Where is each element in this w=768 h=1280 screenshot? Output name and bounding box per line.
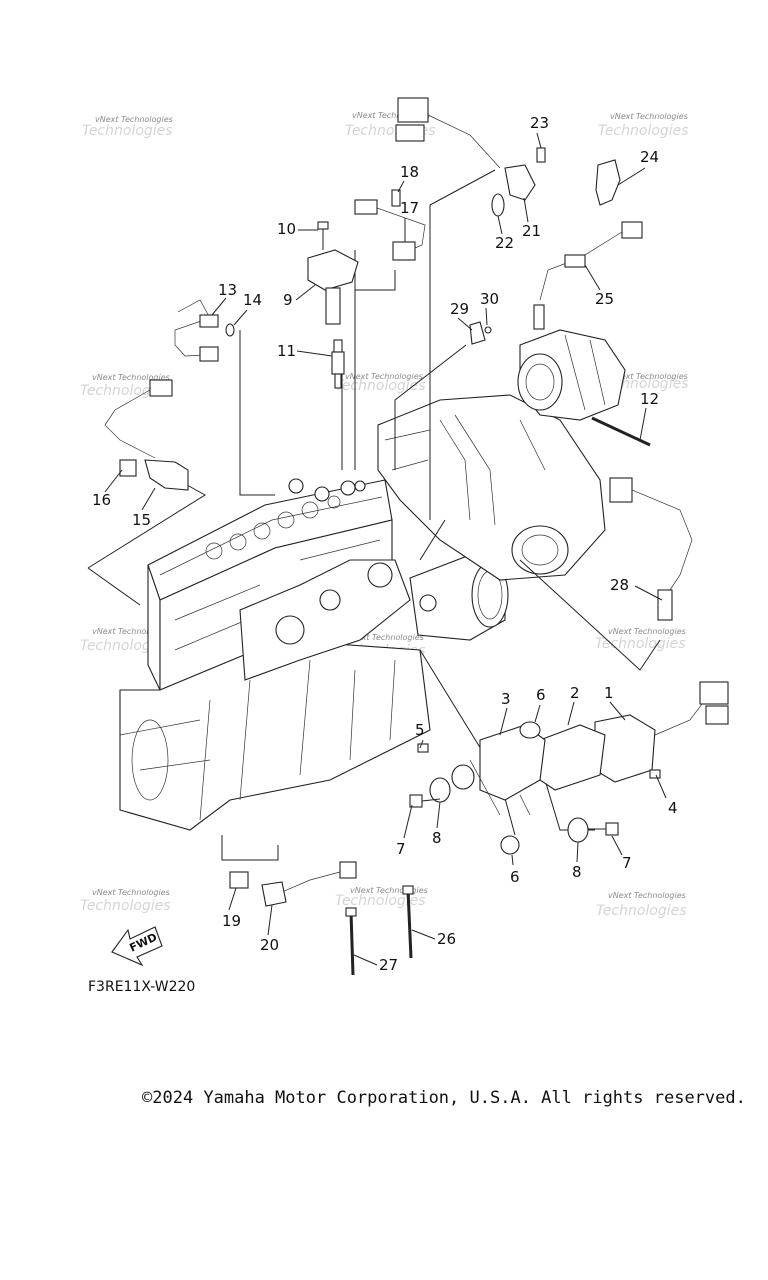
- svg-text:Technologies: Technologies: [596, 903, 687, 919]
- callout-19: 19: [222, 912, 241, 930]
- callout-2: 2: [570, 684, 580, 702]
- callout-26: 26: [437, 930, 456, 948]
- callout-7b: 7: [622, 854, 632, 872]
- compressor: [517, 329, 626, 421]
- watermark: vNext Technologies: [610, 112, 688, 121]
- callout-16: 16: [92, 491, 111, 509]
- callout-28: 28: [610, 576, 629, 594]
- callout-30: 30: [480, 290, 499, 308]
- callout-20: 20: [260, 936, 279, 954]
- leader-lines: [104, 132, 667, 966]
- callout-23: 23: [530, 114, 549, 132]
- callout-21: 21: [522, 222, 541, 240]
- callout-13: 13: [218, 281, 237, 299]
- watermark: vNext Technologies: [350, 886, 428, 895]
- svg-text:Technologies: Technologies: [595, 636, 686, 652]
- svg-text:Technologies: Technologies: [598, 123, 689, 139]
- svg-text:Technologies: Technologies: [335, 893, 426, 909]
- callout-3: 3: [501, 690, 511, 708]
- callout-4: 4: [668, 799, 678, 817]
- watermark: vNext Technologies: [346, 633, 424, 642]
- callout-7: 7: [396, 840, 406, 858]
- drawing-code: F3RE11X-W220: [88, 979, 195, 995]
- watermark: vNext Technologies: [608, 891, 686, 900]
- parts: [104, 97, 729, 976]
- watermark: vNext Technologies: [608, 627, 686, 636]
- callout-10: 10: [277, 220, 296, 238]
- callout-6b: 6: [510, 868, 520, 886]
- callout-5: 5: [415, 721, 425, 739]
- fwd-arrow: FWD: [111, 926, 163, 967]
- callout-14: 14: [243, 291, 262, 309]
- callout-25: 25: [595, 290, 614, 308]
- supercharger-housing: [377, 394, 606, 581]
- callout-1: 1: [604, 684, 614, 702]
- watermark: vNext Technologies: [95, 115, 173, 124]
- watermark: vNext Technologies: [92, 627, 170, 636]
- callout-29: 29: [450, 300, 469, 318]
- callout-17: 17: [400, 199, 419, 217]
- svg-text:Technologies: Technologies: [335, 378, 426, 394]
- callout-27: 27: [379, 956, 398, 974]
- watermark: vNext Technologies: [92, 888, 170, 897]
- callout-6: 6: [536, 686, 546, 704]
- callout-22: 22: [495, 234, 514, 252]
- callout-12: 12: [640, 390, 659, 408]
- svg-text:Technologies: Technologies: [82, 123, 173, 139]
- watermark: vNext Technologies: [352, 111, 430, 120]
- callout-24: 24: [640, 148, 659, 166]
- callout-8b: 8: [572, 863, 582, 881]
- callout-11: 11: [277, 342, 296, 360]
- callouts: 1 2 3 4 5 6 6 7 7 8 8 9 10 11 12 13 14 1…: [92, 114, 678, 974]
- engine-block: [119, 478, 509, 831]
- watermark: vNext Technologies: [345, 372, 423, 381]
- svg-text:Technologies: Technologies: [80, 383, 171, 399]
- watermark: vNext Technologies: [92, 373, 170, 382]
- callout-9: 9: [283, 291, 293, 309]
- callout-18: 18: [400, 163, 419, 181]
- svg-text:Technologies: Technologies: [80, 898, 171, 914]
- callout-15: 15: [132, 511, 151, 529]
- callout-8: 8: [432, 829, 442, 847]
- watermark: vNext Technologies: [610, 372, 688, 381]
- guide-lines: [87, 169, 661, 861]
- copyright-text: ©2024 Yamaha Motor Corporation, U.S.A. A…: [142, 1088, 746, 1108]
